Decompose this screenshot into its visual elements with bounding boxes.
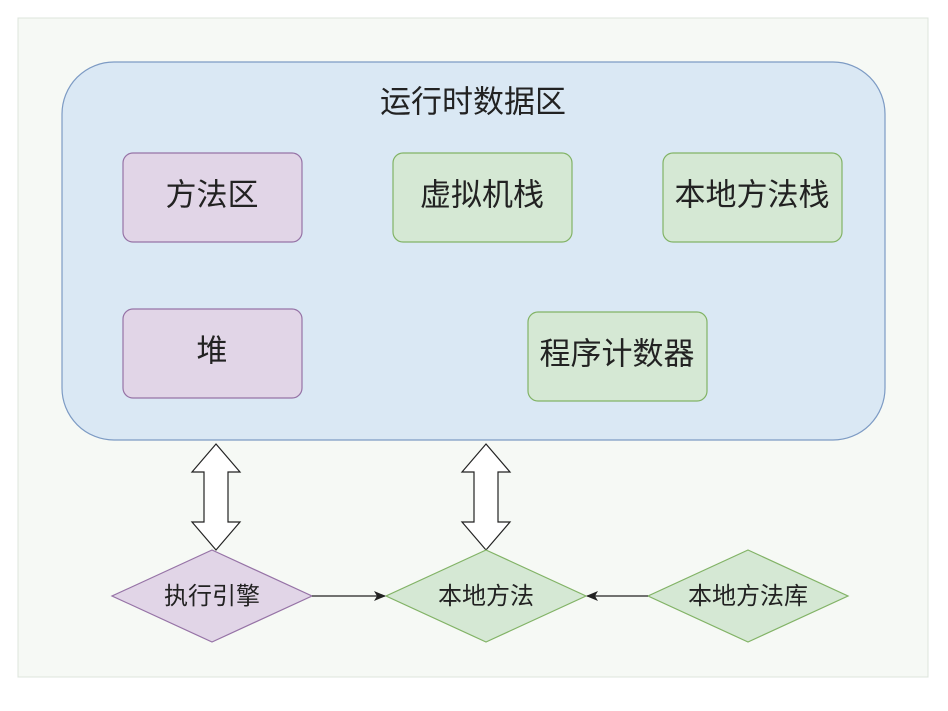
jvm-stack-label: 虚拟机栈 [420, 178, 544, 214]
native-method-stack-block [662, 152, 843, 243]
method-area-block [122, 152, 303, 243]
native-method-stack-label: 本地方法栈 [675, 178, 830, 214]
program-counter-label: 程序计数器 [540, 337, 695, 373]
native-method-library-diamond [646, 549, 850, 643]
native-method-label: 本地方法 [438, 582, 534, 610]
native-method-library-label: 本地方法库 [688, 582, 808, 610]
heap-label: 堆 [197, 334, 228, 370]
execution-engine-label: 执行引擎 [164, 582, 260, 610]
native-method-diamond [384, 549, 588, 643]
method-area-label: 方法区 [166, 178, 259, 214]
program-counter-block [527, 311, 708, 402]
double-arrow-runtime-engine [190, 443, 242, 551]
runtime-data-area-title: 运行时数据区 [380, 85, 566, 121]
jvm-stack-block [392, 152, 573, 243]
heap-block [122, 308, 303, 399]
execution-engine-diamond [110, 549, 314, 643]
